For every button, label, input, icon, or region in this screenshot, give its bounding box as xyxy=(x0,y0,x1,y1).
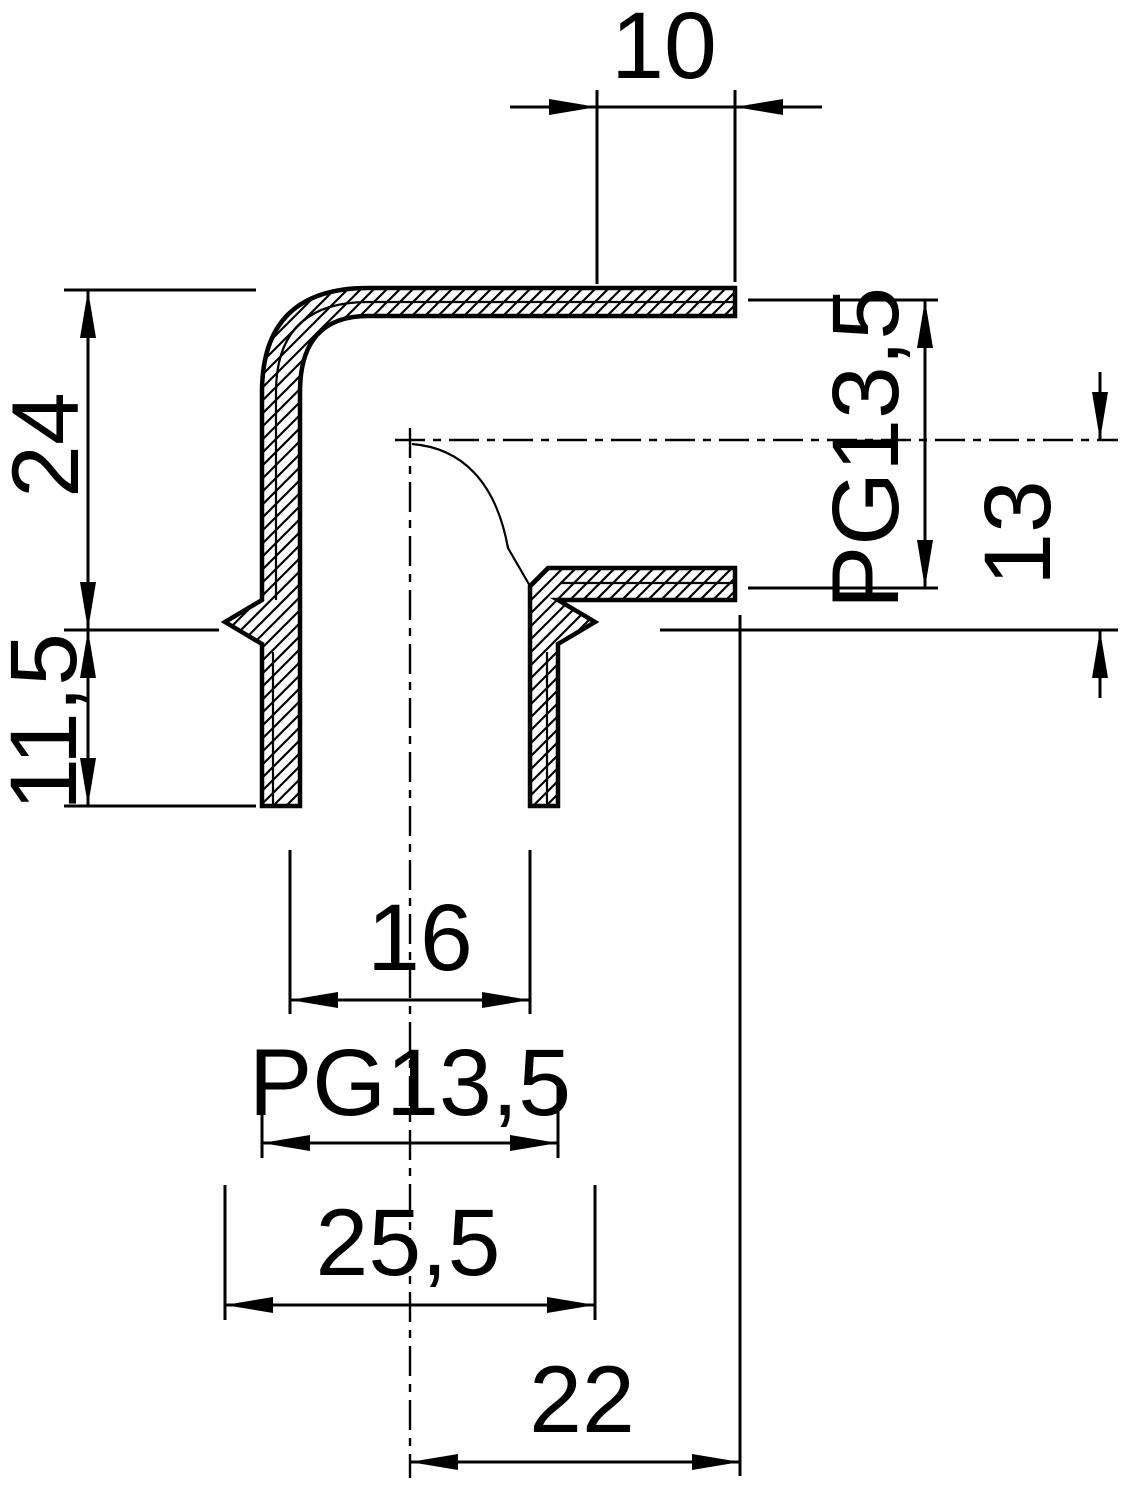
bore-intersection-curve xyxy=(411,442,531,587)
arrowhead xyxy=(1092,392,1108,440)
thread-line-top xyxy=(274,300,735,600)
fitting-body xyxy=(220,285,738,809)
arrowhead xyxy=(290,992,338,1008)
dim-bore-diameter-label: 16 xyxy=(367,885,473,991)
dim-axis-to-bottom-label: 13 xyxy=(965,480,1071,586)
arrowhead xyxy=(262,1135,310,1151)
arrowhead xyxy=(80,630,96,678)
dim-flange-width-label: 25,5 xyxy=(316,1190,501,1296)
dimension-socket-thread: PG13,5 xyxy=(748,287,938,609)
dim-body-height-label: 24 xyxy=(0,392,99,498)
dim-axis-to-socket-face-label: 22 xyxy=(529,1347,635,1453)
arrowhead xyxy=(547,1297,595,1313)
dimension-bore-diameter: 16 xyxy=(288,850,532,1014)
arrowhead xyxy=(482,992,530,1008)
arrowhead xyxy=(917,300,933,348)
arrowhead xyxy=(735,99,783,115)
dimension-axis-to-socket-face: 22 xyxy=(410,615,742,1476)
dimension-male-thread: PG13,5 xyxy=(249,1030,571,1158)
dimension-flange-width: 25,5 xyxy=(223,1185,597,1320)
dim-socket-thread-label: PG13,5 xyxy=(813,287,919,609)
dimension-axis-to-bottom: 13 xyxy=(660,372,1118,698)
arrowhead xyxy=(510,1135,558,1151)
dim-lower-thread-length-label: 11,5 xyxy=(0,633,97,811)
arrowhead xyxy=(80,290,96,338)
arrowhead xyxy=(917,540,933,588)
arrowhead xyxy=(80,758,96,806)
arrowhead xyxy=(692,1454,740,1470)
dim-socket-length-label: 10 xyxy=(611,0,717,99)
body-wall-left-top xyxy=(220,285,738,809)
body-wall-right-bottom xyxy=(527,565,738,809)
dimension-body-height: 24 xyxy=(0,288,256,632)
arrowhead xyxy=(1092,630,1108,678)
dimension-socket-length: 10 xyxy=(510,0,822,284)
arrowhead xyxy=(80,582,96,630)
arrowhead xyxy=(225,1297,273,1313)
dimension-lower-thread-length: 11,5 xyxy=(0,630,256,811)
arrowhead xyxy=(410,1454,458,1470)
dim-male-thread-label: PG13,5 xyxy=(249,1030,571,1136)
arrowhead xyxy=(549,99,597,115)
centerlines xyxy=(395,428,1118,1478)
